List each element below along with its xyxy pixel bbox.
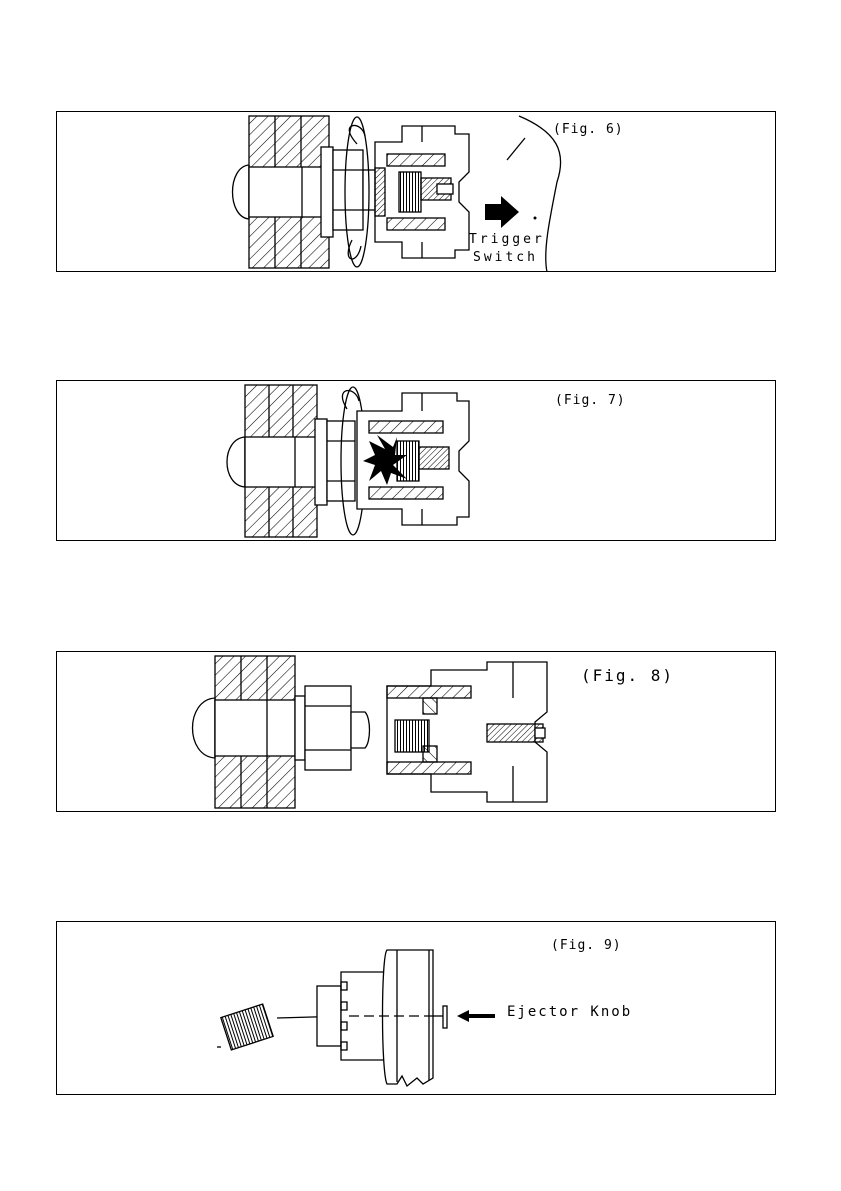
figure-9-panel: (Fig. 9) Ejector Knob <box>56 921 776 1095</box>
figure-7-drawing <box>57 381 776 541</box>
figure-6-drawing <box>57 112 776 272</box>
figure-7-panel: (Fig. 7) <box>56 380 776 541</box>
trigger-switch-label-line2: Switch <box>473 249 538 266</box>
figure-6-label: (Fig. 6) <box>553 122 624 137</box>
trigger-switch-label-line1: Trigger <box>469 231 545 248</box>
figure-8-panel: (Fig. 8) <box>56 651 776 812</box>
figure-6-panel: (Fig. 6) Trigger Switch <box>56 111 776 272</box>
figure-8-label: (Fig. 8) <box>581 666 674 685</box>
ejector-knob-label: Ejector Knob <box>507 1004 632 1021</box>
figure-9-label: (Fig. 9) <box>551 938 622 953</box>
figure-9-drawing <box>57 922 776 1095</box>
figure-7-label: (Fig. 7) <box>555 393 626 408</box>
